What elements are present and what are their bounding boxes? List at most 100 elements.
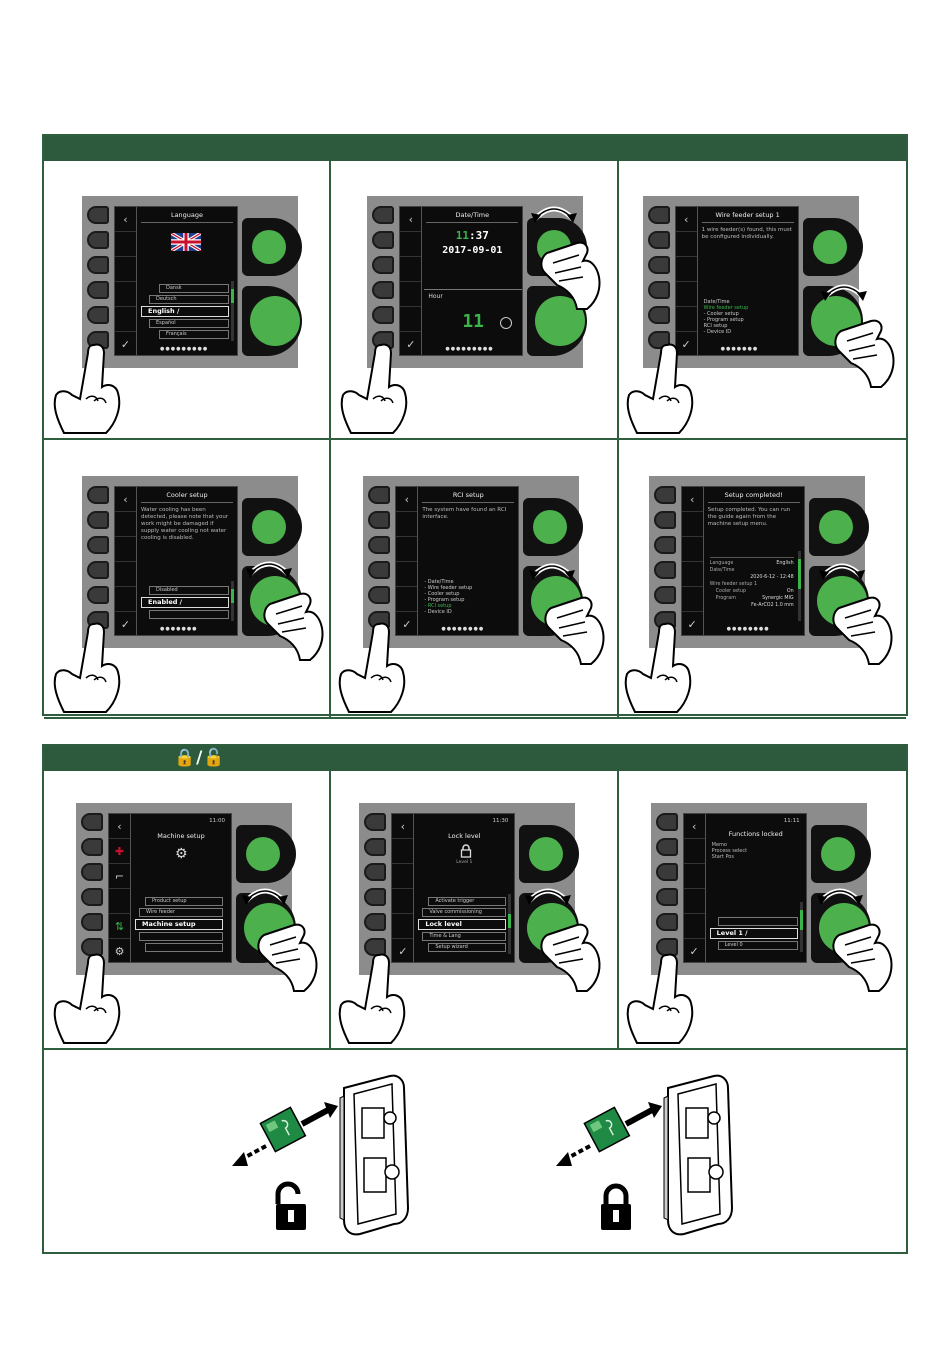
list-item[interactable] (717, 917, 798, 926)
check-icon[interactable]: ✓ (687, 618, 697, 631)
back-icon[interactable]: ‹ (681, 487, 703, 512)
side-button[interactable] (364, 938, 387, 956)
side-button[interactable] (655, 913, 678, 931)
side-button[interactable] (87, 536, 109, 554)
side-button[interactable] (87, 586, 109, 604)
side-button[interactable] (653, 536, 676, 554)
list-item[interactable]: Level 0 (717, 941, 798, 950)
back-icon[interactable]: ‹ (115, 207, 136, 232)
scrollbar[interactable] (231, 581, 234, 621)
check-icon[interactable]: ✓ (681, 338, 691, 351)
back-icon[interactable]: ‹ (115, 487, 136, 512)
upper-knob[interactable] (818, 510, 853, 544)
scrollbar[interactable] (508, 894, 512, 954)
side-button[interactable] (368, 586, 391, 604)
list-item[interactable]: Español (149, 319, 229, 328)
list-item-selected[interactable]: Machine setup (135, 919, 223, 930)
side-button[interactable] (87, 306, 109, 324)
side-button[interactable] (364, 888, 387, 906)
side-button[interactable] (87, 206, 109, 224)
flag-icon[interactable]: ✚ (109, 839, 130, 864)
list-item[interactable]: Français (159, 330, 229, 339)
list-item[interactable] (145, 943, 223, 952)
scrollbar[interactable] (799, 902, 803, 952)
side-button[interactable] (87, 511, 109, 529)
side-button[interactable] (653, 561, 676, 579)
side-button[interactable] (372, 306, 395, 324)
lower-knob[interactable] (250, 296, 300, 346)
back-icon[interactable]: ‹ (392, 814, 414, 839)
gear-icon[interactable]: ⚙ (114, 945, 125, 958)
side-button[interactable] (372, 281, 395, 299)
side-button[interactable] (368, 486, 391, 504)
side-button[interactable] (655, 838, 678, 856)
list-item[interactable]: Disabled (149, 586, 229, 595)
side-button[interactable] (81, 838, 103, 856)
side-button[interactable] (655, 813, 678, 831)
side-button[interactable] (87, 561, 109, 579)
upper-knob[interactable] (533, 510, 568, 544)
side-button[interactable] (653, 586, 676, 604)
side-button[interactable] (81, 888, 103, 906)
side-button[interactable] (655, 888, 678, 906)
side-button[interactable] (364, 838, 387, 856)
wire-feed-icon[interactable]: ⇅ (109, 914, 130, 939)
side-button[interactable] (87, 281, 109, 299)
side-button[interactable] (87, 231, 109, 249)
side-button[interactable] (368, 511, 391, 529)
side-button[interactable] (364, 813, 387, 831)
upper-knob[interactable] (529, 837, 564, 871)
check-icon[interactable]: ✓ (406, 338, 416, 351)
side-button[interactable] (372, 206, 395, 224)
scrollbar[interactable] (797, 551, 801, 621)
check-icon[interactable]: ✓ (689, 945, 699, 958)
side-button[interactable] (368, 561, 391, 579)
list-item[interactable]: Activate trigger (428, 897, 507, 906)
side-button[interactable] (87, 486, 109, 504)
list-item[interactable]: Time & Lang (422, 932, 507, 941)
side-button[interactable] (364, 913, 387, 931)
check-icon[interactable]: ✓ (402, 618, 412, 631)
side-button[interactable] (372, 231, 395, 249)
list-item[interactable]: Wire feeder (139, 908, 223, 917)
list-item-selected[interactable]: Enabled / (141, 597, 229, 608)
list-item[interactable]: Deutsch (149, 295, 229, 304)
back-icon[interactable]: ‹ (675, 207, 697, 232)
list-item[interactable] (149, 610, 229, 619)
list-item[interactable] (139, 932, 223, 941)
side-button[interactable] (81, 863, 103, 881)
side-button[interactable] (647, 281, 670, 299)
check-icon[interactable]: ✓ (120, 618, 131, 631)
side-button[interactable] (81, 913, 103, 931)
back-icon[interactable]: ‹ (109, 814, 130, 839)
side-button[interactable] (647, 231, 670, 249)
upper-knob[interactable] (820, 837, 855, 871)
check-icon[interactable]: ✓ (398, 945, 408, 958)
back-icon[interactable]: ‹ (396, 487, 418, 512)
scrollbar[interactable] (231, 281, 234, 341)
upper-knob[interactable] (246, 837, 280, 871)
side-button[interactable] (368, 536, 391, 554)
back-icon[interactable]: ‹ (400, 207, 422, 232)
torch-icon[interactable]: ⌐ (109, 864, 130, 889)
back-icon[interactable]: ‹ (683, 814, 705, 839)
list-item[interactable]: Product setup (145, 897, 223, 906)
side-button[interactable] (647, 206, 670, 224)
upper-knob[interactable] (252, 230, 286, 264)
side-button[interactable] (655, 863, 678, 881)
side-button[interactable] (81, 813, 103, 831)
list-item[interactable]: Dansk (159, 284, 229, 293)
upper-knob[interactable] (812, 230, 847, 264)
side-button[interactable] (647, 256, 670, 274)
side-button[interactable] (364, 863, 387, 881)
side-button[interactable] (653, 511, 676, 529)
list-item-selected[interactable]: Level 1 / (709, 928, 798, 939)
check-icon[interactable]: ✓ (120, 338, 131, 351)
list-item-selected[interactable]: English / (141, 306, 229, 317)
list-item-selected[interactable]: Lock level (418, 919, 507, 930)
side-button[interactable] (653, 486, 676, 504)
list-item[interactable]: Setup wizard (428, 943, 507, 952)
upper-knob[interactable] (252, 510, 286, 544)
side-button[interactable] (87, 256, 109, 274)
list-item[interactable]: Valve commissioning (422, 908, 507, 917)
